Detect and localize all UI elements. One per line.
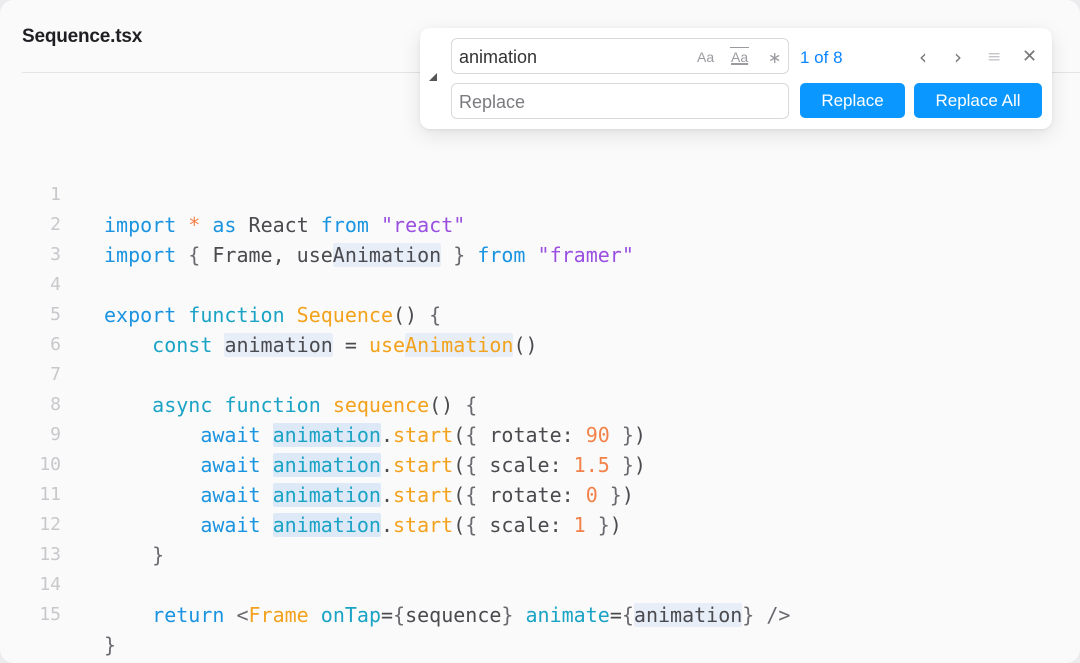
code-text: } <box>104 633 117 657</box>
code-line: 13 <box>0 510 1080 565</box>
line-number: 11 <box>39 484 61 505</box>
file-title: Sequence.tsx <box>22 26 143 47</box>
find-replace-panel: animation Aa Aa ∗ Replace 1 of 8 ‹ › ≡ ✕… <box>420 28 1052 129</box>
code-text: return <Frame onTap={sequence} animate={… <box>152 603 791 627</box>
find-input[interactable]: animation Aa Aa ∗ <box>451 38 789 74</box>
code-line: 10 await animation.start({ rotate: 0 }) <box>0 420 1080 507</box>
line-number: 6 <box>50 334 61 355</box>
code-text: await animation.start({ rotate: 90 }) <box>200 423 646 447</box>
code-line: 3 <box>0 210 1080 265</box>
code-text: import { Frame, useAnimation } from "fra… <box>104 243 634 267</box>
line-number: 13 <box>39 544 61 565</box>
line-number: 3 <box>50 244 61 265</box>
line-number: 12 <box>39 514 61 535</box>
replace-input-placeholder: Replace <box>459 92 526 112</box>
line-number: 9 <box>50 424 61 445</box>
code-line: 6 <box>0 300 1080 355</box>
list-icon[interactable]: ≡ <box>987 47 1002 67</box>
line-number: 10 <box>39 454 61 475</box>
code-line: 8 await animation.start({ rotate: 90 }) <box>0 360 1080 447</box>
chevron-left-icon[interactable]: ‹ <box>919 45 927 69</box>
code-line: 5 const animation = useAnimation() <box>0 270 1080 357</box>
code-text: await animation.start({ scale: 1.5 }) <box>200 453 646 477</box>
code-line: 7 async function sequence() { <box>0 330 1080 417</box>
code-text: await animation.start({ scale: 1 }) <box>200 513 622 537</box>
code-text: async function sequence() { <box>152 393 478 417</box>
code-line: 14 return <Frame onTap={sequence} animat… <box>0 540 1080 627</box>
code-line: 12 } <box>0 480 1080 567</box>
code-editor[interactable]: 1 import * as React from "react" 2 impor… <box>0 150 1080 657</box>
code-line: 15 } <box>0 570 1080 657</box>
code-text: export function Sequence() { <box>104 303 442 327</box>
code-text: await animation.start({ rotate: 0 }) <box>200 483 634 507</box>
line-number: 1 <box>50 184 61 205</box>
code-text: } <box>152 543 165 567</box>
match-case-icon[interactable]: Aa <box>697 49 715 65</box>
code-line: 1 import * as React from "react" <box>0 150 1080 237</box>
line-number: 5 <box>50 304 61 325</box>
replace-input[interactable]: Replace <box>451 83 789 119</box>
close-icon[interactable]: ✕ <box>1022 46 1038 67</box>
code-text: import * as React from "react" <box>104 213 466 237</box>
match-count: 1 of 8 <box>800 48 843 67</box>
line-number: 15 <box>39 604 61 625</box>
replace-all-button[interactable]: Replace All <box>914 83 1042 118</box>
line-number: 14 <box>39 574 61 595</box>
code-line: 2 import { Frame, useAnimation } from "f… <box>0 180 1080 267</box>
code-line: 11 await animation.start({ scale: 1 }) <box>0 450 1080 537</box>
line-number: 2 <box>50 214 61 235</box>
whole-word-icon[interactable]: Aa <box>729 47 750 65</box>
find-input-value: animation <box>459 47 538 67</box>
replace-button[interactable]: Replace <box>800 83 905 118</box>
line-number: 4 <box>50 274 61 295</box>
chevron-right-icon[interactable]: › <box>954 45 962 69</box>
line-number: 8 <box>50 394 61 415</box>
code-line: 4 export function Sequence() { <box>0 240 1080 327</box>
code-line: 9 await animation.start({ scale: 1.5 }) <box>0 390 1080 477</box>
regex-icon[interactable]: ∗ <box>768 50 782 67</box>
line-number: 7 <box>50 364 61 385</box>
code-text: const animation = useAnimation() <box>152 333 538 357</box>
toggle-replace-icon[interactable] <box>429 73 437 81</box>
